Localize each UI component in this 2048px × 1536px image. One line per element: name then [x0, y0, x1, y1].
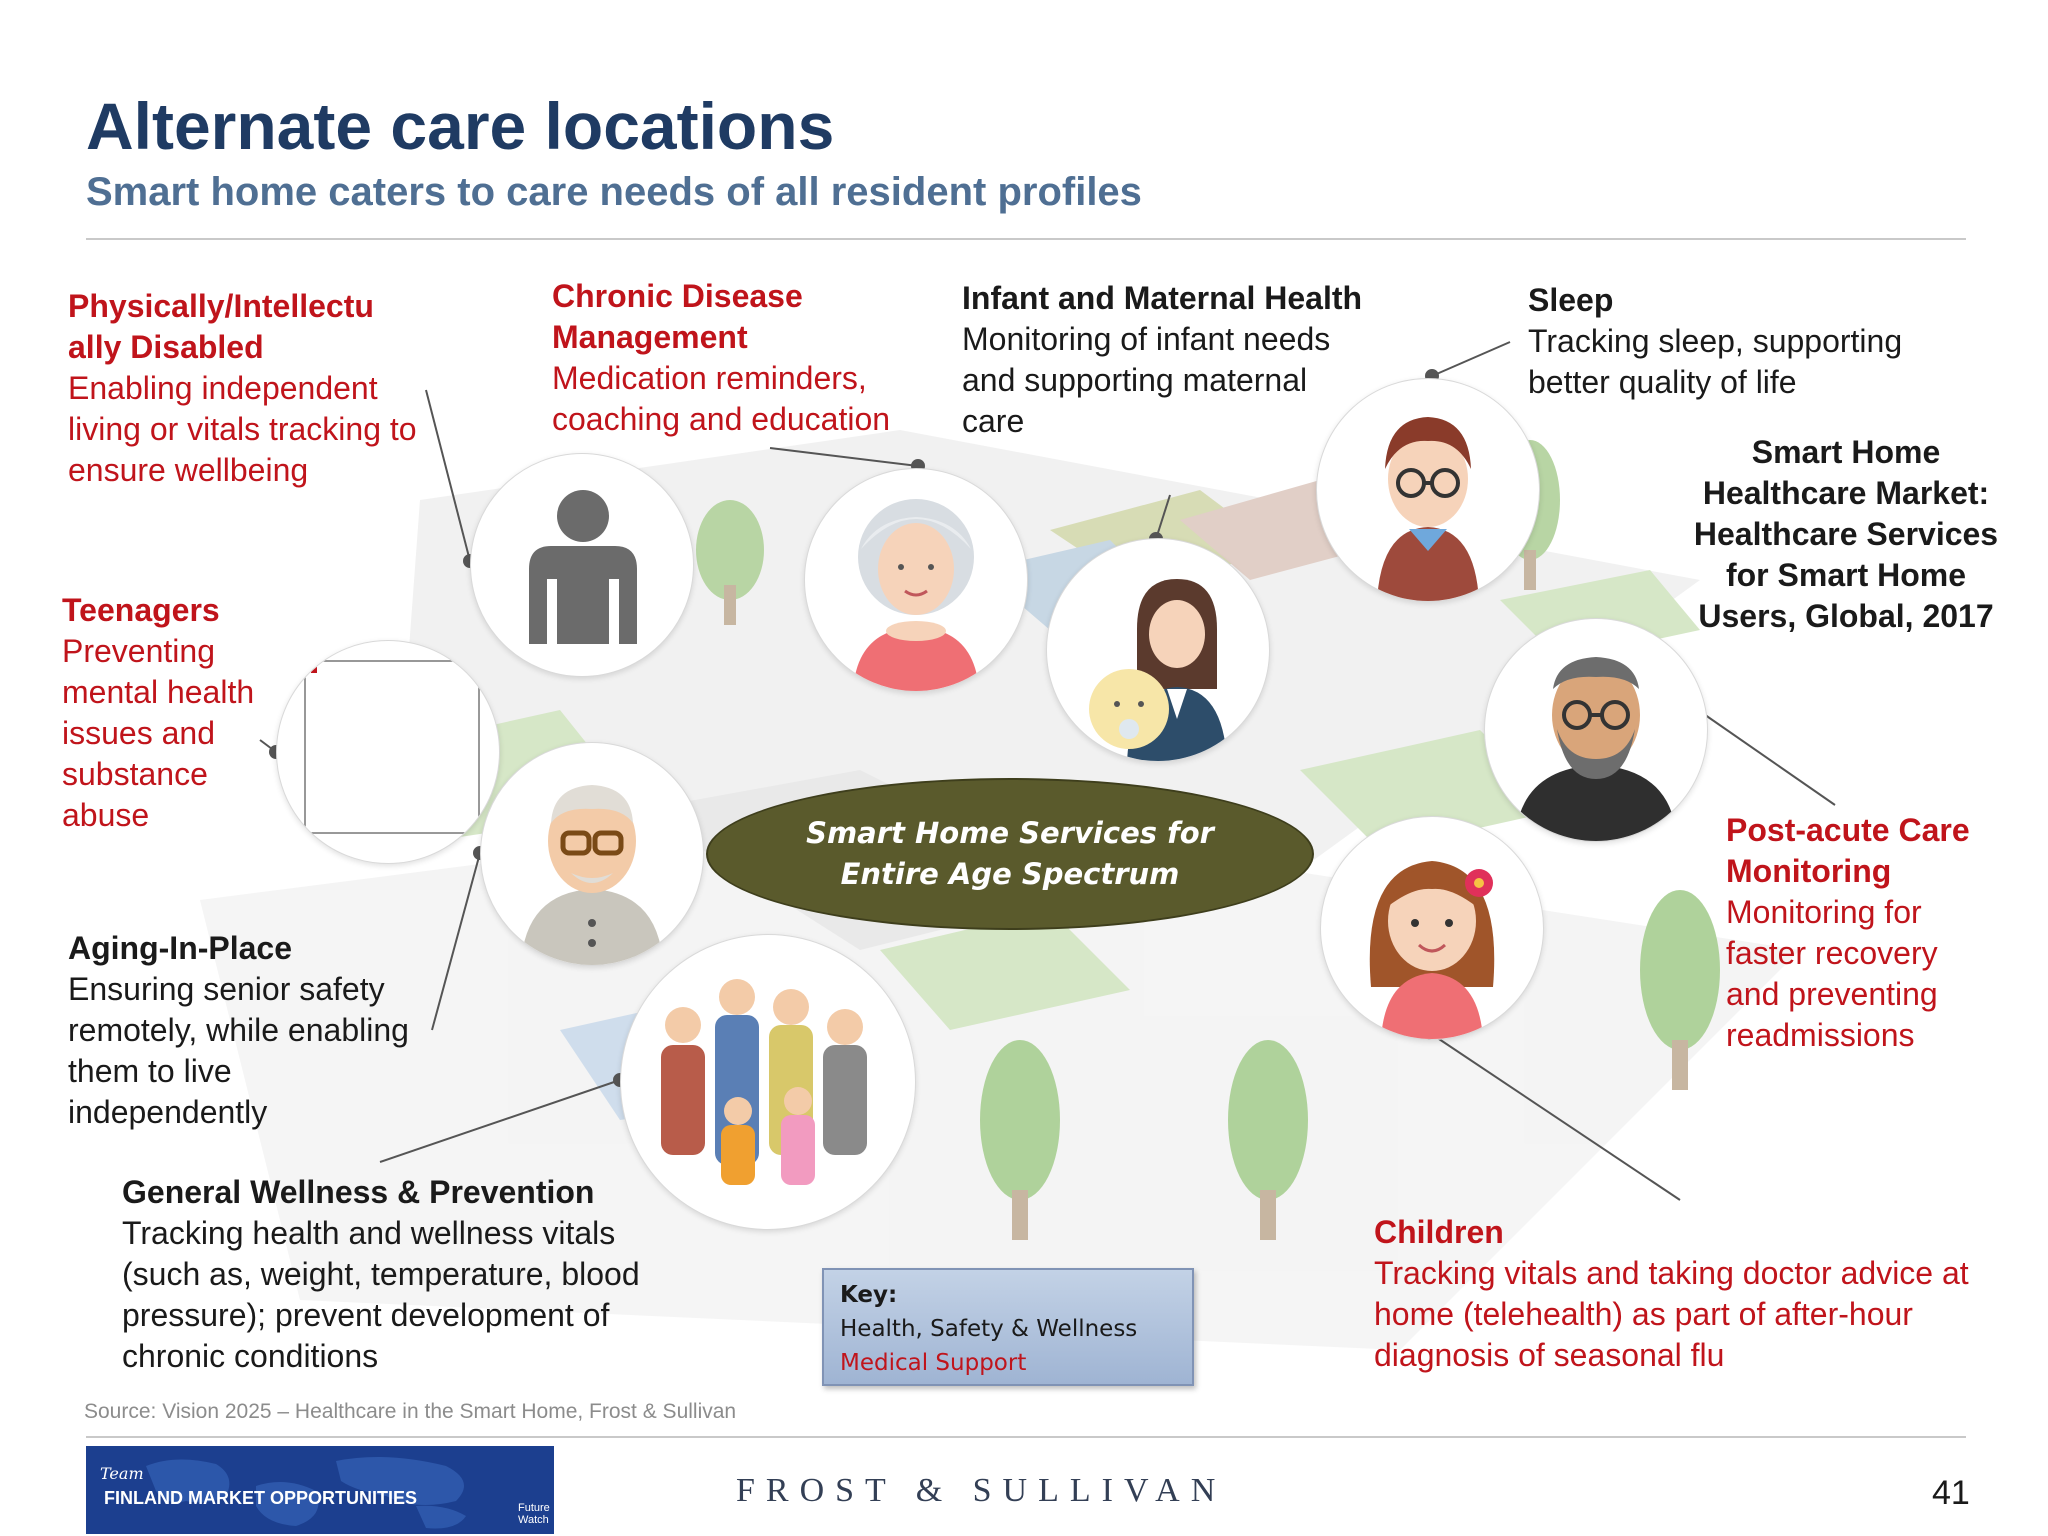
center-line-1: Smart Home Services for [806, 816, 1214, 850]
key-item-wellness: Health, Safety & Wellness [840, 1316, 1138, 1342]
page-subtitle: Smart home caters to care needs of all r… [86, 170, 1142, 214]
segment-chronic: Chronic Disease Management Medication re… [552, 276, 922, 440]
segment-wellness: General Wellness & Prevention Tracking h… [122, 1172, 662, 1377]
elderly-man-with-glasses-icon [480, 742, 704, 966]
key-item-medical: Medical Support [840, 1350, 1027, 1376]
family-group-icon [620, 934, 916, 1230]
segment-disabled-desc: Enabling independent living or vitals tr… [68, 370, 417, 488]
team-finland-logo: Team FINLAND MARKET OPPORTUNITIES Future… [86, 1446, 554, 1534]
segment-postacute: Post-acute Care Monitoring Monitoring fo… [1726, 810, 1986, 1056]
segment-postacute-heading: Post-acute Care Monitoring [1726, 812, 1970, 889]
segment-chronic-desc: Medication reminders, coaching and educa… [552, 360, 891, 437]
page-number: 41 [1932, 1474, 1970, 1512]
source-note: Source: Vision 2025 – Healthcare in the … [84, 1400, 737, 1423]
segment-aging: Aging-In-Place Ensuring senior safety re… [68, 928, 430, 1133]
center-line-2: Entire Age Spectrum [840, 857, 1180, 891]
segment-children: Children Tracking vitals and taking doct… [1374, 1212, 1974, 1376]
segment-teenagers-desc: Preventing mental health issues and subs… [62, 633, 255, 833]
segment-children-desc: Tracking vitals and taking doctor advice… [1374, 1255, 1969, 1373]
logo-team-script: Team [100, 1464, 144, 1483]
footer-divider [86, 1436, 1966, 1438]
segment-teenagers-heading: Teenagers [62, 592, 220, 628]
title-divider [86, 238, 1966, 240]
key-title: Key: [840, 1282, 898, 1308]
frost-sullivan-brand: FROST & SULLIVAN [736, 1472, 1227, 1509]
segment-wellness-desc: Tracking health and wellness vitals (suc… [122, 1215, 640, 1374]
mother-and-baby-icon [1046, 538, 1270, 762]
segment-sleep: Sleep Tracking sleep, supporting better … [1528, 280, 1958, 403]
logo-text: FINLAND MARKET OPPORTUNITIES [104, 1488, 417, 1508]
world-map-icon [146, 1457, 466, 1529]
elderly-woman-icon [804, 468, 1028, 692]
young-man-with-glasses-icon [1316, 378, 1540, 602]
bearded-man-with-glasses-icon [1484, 618, 1708, 842]
segment-sleep-heading: Sleep [1528, 282, 1614, 318]
segment-aging-heading: Aging-In-Place [68, 930, 293, 966]
disabled-person-icon [470, 453, 694, 677]
segment-disabled-heading: Physically/Intellectu ally Disabled [68, 288, 374, 365]
segment-chronic-heading: Chronic Disease Management [552, 278, 803, 355]
legend-key-box: Key: Health, Safety & Wellness Medical S… [822, 1268, 1194, 1386]
center-ellipse: Smart Home Services for Entire Age Spect… [706, 778, 1314, 930]
segment-infant: Infant and Maternal Health Monitoring of… [962, 278, 1370, 442]
market-label: Smart Home Healthcare Market: Healthcare… [1693, 434, 1999, 634]
segment-infant-heading: Infant and Maternal Health [962, 280, 1363, 316]
teenager-image-placeholder [276, 640, 500, 864]
segment-infant-desc: Monitoring of infant needs and supportin… [962, 321, 1331, 439]
segment-aging-desc: Ensuring senior safety remotely, while e… [68, 971, 409, 1130]
segment-children-heading: Children [1374, 1214, 1504, 1250]
page-title: Alternate care locations [86, 89, 835, 163]
logo-future-watch: Future Watch [518, 1502, 550, 1526]
girl-with-flower-icon [1320, 816, 1544, 1040]
segment-wellness-heading: General Wellness & Prevention [122, 1174, 595, 1210]
segment-sleep-desc: Tracking sleep, supporting better qualit… [1528, 323, 1903, 400]
segment-teenagers: Teenagers Preventing mental health issue… [62, 590, 282, 836]
segment-disabled: Physically/Intellectu ally Disabled Enab… [68, 286, 418, 491]
segment-postacute-desc: Monitoring for faster recovery and preve… [1726, 894, 1938, 1053]
